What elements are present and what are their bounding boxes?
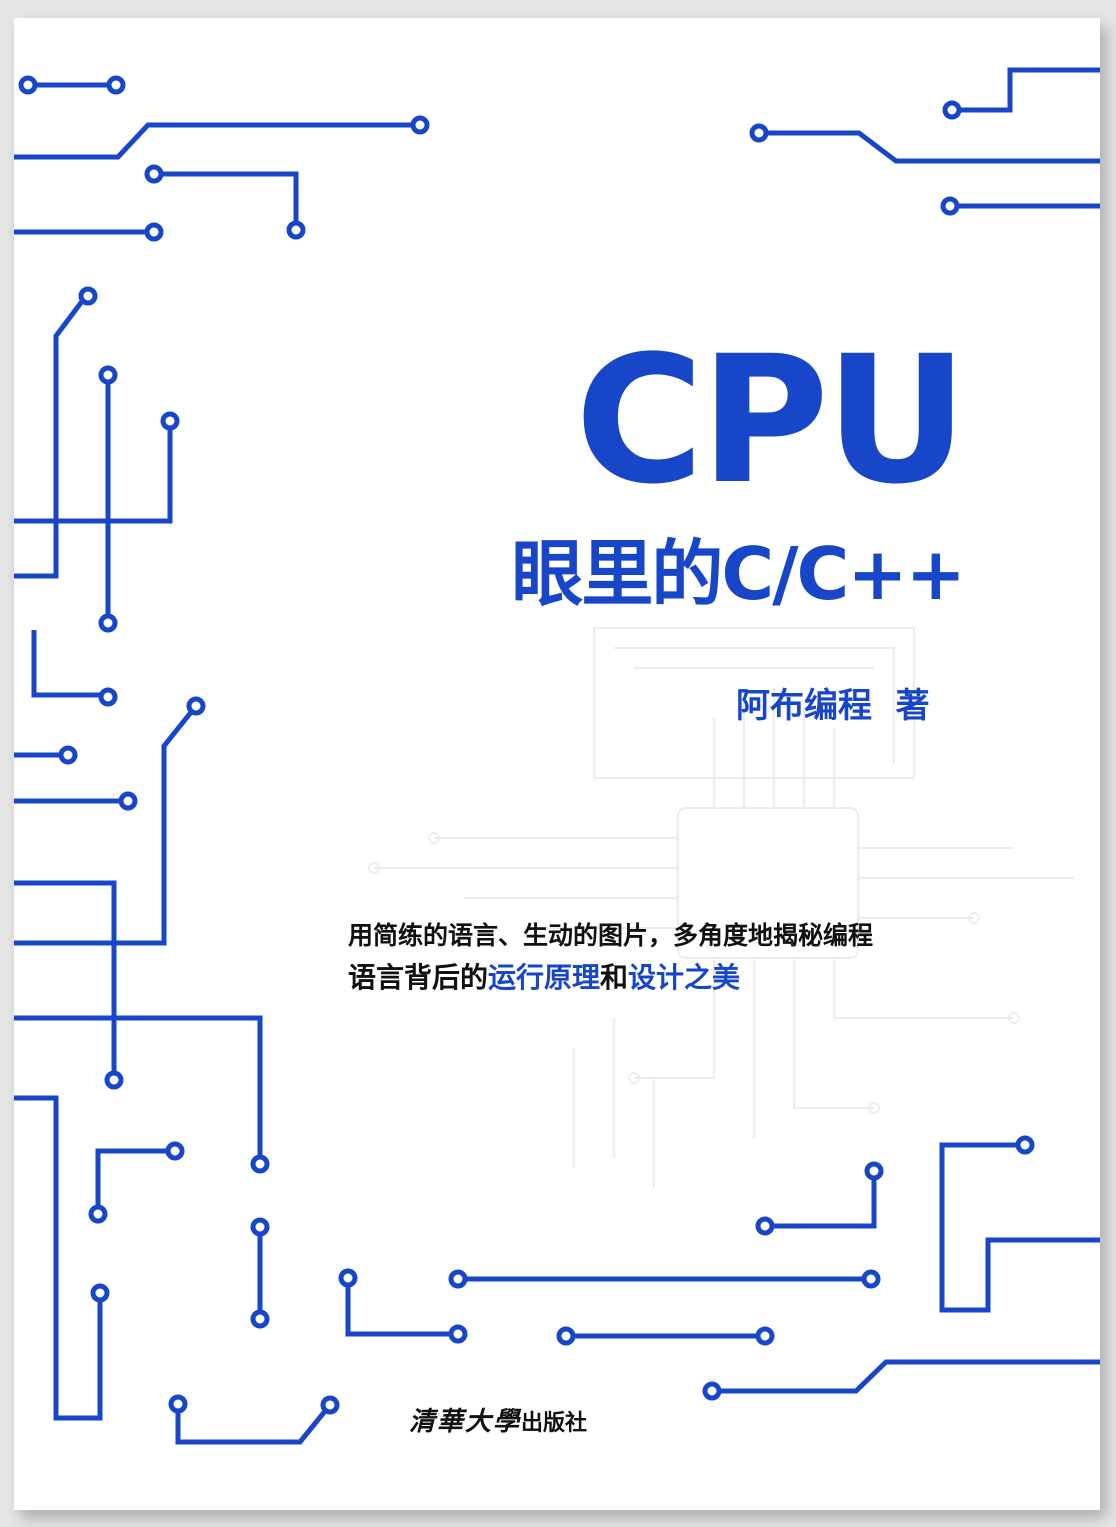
circuit-node <box>250 1309 270 1329</box>
tagline-highlight: 设计之美 <box>628 961 741 994</box>
circuit-node <box>864 1161 884 1181</box>
circuit-node <box>448 1324 468 1344</box>
circuit-node <box>18 75 38 95</box>
circuit-node <box>861 1269 881 1289</box>
circuit-node <box>702 1381 722 1401</box>
circuit-node <box>942 100 962 120</box>
tagline-text: 语言背后的 <box>348 961 489 994</box>
circuit-node <box>338 1268 358 1288</box>
circuit-node <box>286 220 306 240</box>
book-title: CPU <box>574 318 968 523</box>
circuit-node <box>98 613 118 633</box>
circuit-node <box>98 365 118 385</box>
book-cover: CPU 眼里的C/C++ 阿布编程 著 用简练的语言、生动的图片，多角度地揭秘编… <box>14 18 1100 1510</box>
circuit-node <box>448 1269 468 1289</box>
circuit-node <box>106 75 126 95</box>
circuit-node <box>940 196 960 216</box>
author-line: 阿布编程 著 <box>736 686 930 726</box>
circuit-node <box>1015 1135 1035 1155</box>
circuit-node <box>104 1070 124 1090</box>
circuit-node <box>410 115 430 135</box>
circuit-node <box>749 123 769 143</box>
tagline-line-1: 用简练的语言、生动的图片，多角度地揭秘编程 <box>348 921 874 950</box>
circuit-node <box>78 286 98 306</box>
circuit-node <box>168 1394 188 1414</box>
circuit-node <box>88 1204 108 1224</box>
tagline-highlight: 运行原理 <box>488 961 601 994</box>
circuit-node <box>755 1326 775 1346</box>
circuit-node <box>58 745 78 765</box>
circuit-node <box>90 1283 110 1303</box>
publisher-logo: 清華大學出版社 <box>409 1401 587 1438</box>
book-subtitle: 眼里的C/C++ <box>511 532 966 616</box>
circuit-node <box>186 696 206 716</box>
circuit-node <box>160 411 180 431</box>
circuit-node <box>98 687 118 707</box>
publisher-suffix: 出版社 <box>521 1410 588 1436</box>
tagline-line-2: 语言背后的运行原理和设计之美 <box>348 956 873 1000</box>
circuit-node <box>755 1216 775 1236</box>
circuit-node <box>250 1217 270 1237</box>
circuit-nodes <box>18 75 1035 1415</box>
circuit-node <box>118 791 138 811</box>
faint-chip-graphic <box>368 627 1074 1188</box>
publisher-brand: 清華大學 <box>409 1407 522 1437</box>
tagline-text: 和 <box>600 961 629 994</box>
circuit-board-illustration <box>14 67 1100 1445</box>
circuit-node <box>556 1326 576 1346</box>
circuit-node <box>165 1141 185 1161</box>
circuit-node <box>320 1395 340 1415</box>
tagline: 用简练的语言、生动的图片，多角度地揭秘编程 语言背后的运行原理和设计之美 <box>348 918 873 1000</box>
circuit-traces <box>14 67 1100 1445</box>
circuit-node <box>250 1154 270 1174</box>
circuit-node <box>144 164 164 184</box>
circuit-node <box>144 222 164 242</box>
